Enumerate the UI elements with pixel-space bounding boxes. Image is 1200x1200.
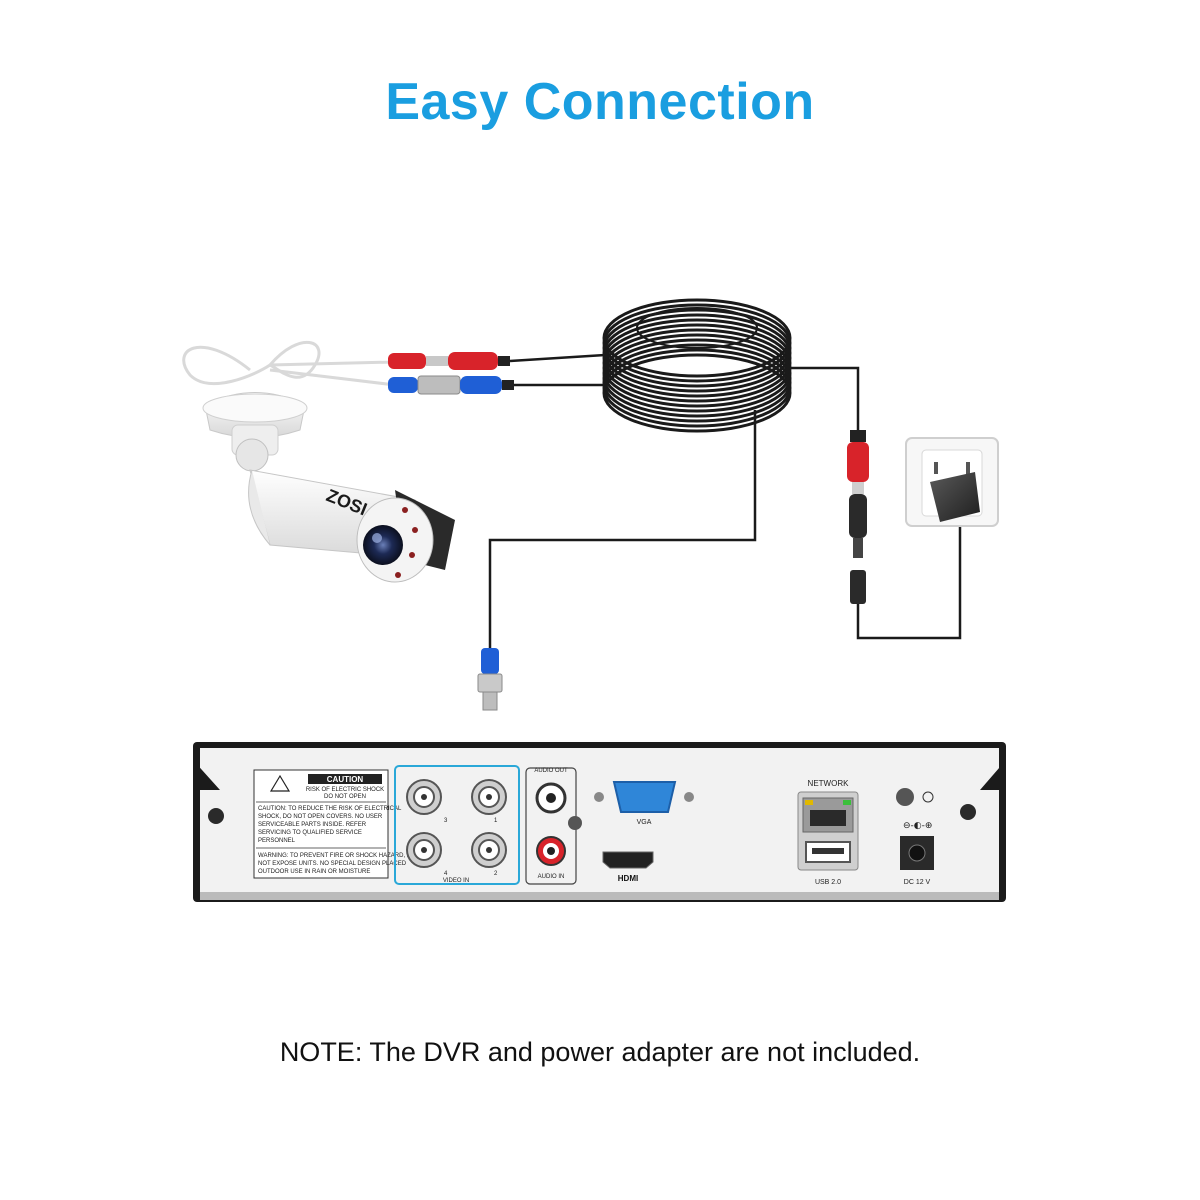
caution-body-line: SERVICEABLE PARTS INSIDE. REFER <box>258 822 367 828</box>
audio-in-jack[interactable] <box>536 836 566 866</box>
red-power-connector <box>388 352 510 370</box>
ground-symbol-icon <box>922 791 934 803</box>
power-input: ⊖-◐-⊕ DC 12 V <box>896 788 934 886</box>
power-adapter <box>930 472 980 522</box>
audio-out-jack[interactable] <box>535 782 567 814</box>
caution-shock-line: DO NOT OPEN <box>324 794 366 800</box>
bullet-camera: ZOSI <box>202 392 455 583</box>
port-number-3: 3 <box>444 818 448 824</box>
hdmi-label: HDMI <box>618 874 638 883</box>
dc-power-jack[interactable] <box>900 836 934 870</box>
dc-label: DC 12 V <box>904 879 931 886</box>
dc-polarity-icon: ⊖-◐-⊕ <box>903 821 932 831</box>
usb-label: USB 2.0 <box>815 879 841 886</box>
port-number-2: 2 <box>494 871 498 877</box>
vga-port[interactable]: VGA <box>594 781 694 826</box>
port-number-1: 1 <box>494 818 498 824</box>
port-number-4: 4 <box>444 871 448 877</box>
caution-body-line: SERVICING TO QUALIFIED SERVICE <box>258 830 362 836</box>
caution-warning-line: NOT EXPOSE UNITS. NO SPECIAL DESIGN PLAC… <box>258 861 407 867</box>
caution-heading: CAUTION <box>327 775 364 784</box>
caution-body-line: CAUTION: TO REDUCE THE RISK OF ELECTRICA… <box>258 806 402 812</box>
vga-label: VGA <box>637 819 652 826</box>
ground-screw-icon <box>896 788 914 806</box>
bnc-port-3[interactable] <box>406 779 442 815</box>
caution-body-line: PERSONNEL <box>258 838 296 844</box>
caution-warning-line: OUTDOOR USE IN RAIN OR MOISTURE <box>258 869 370 875</box>
network-label: NETWORK <box>808 779 850 788</box>
bnc-port-2[interactable] <box>471 832 507 868</box>
ethernet-port[interactable] <box>802 797 854 833</box>
caution-shock-line: RISK OF ELECTRIC SHOCK <box>306 787 384 793</box>
caution-warning-line: WARNING: TO PREVENT FIRE OR SHOCK HAZARD… <box>258 853 416 859</box>
bnc-port-1[interactable] <box>471 779 507 815</box>
caution-body-line: SHOCK, DO NOT OPEN COVERS. NO USER <box>258 814 383 820</box>
mounting-screw-right <box>960 804 976 820</box>
video-in-ports: 3 1 4 2 VIDEO IN <box>394 765 520 885</box>
network-usb-ports: NETWORK USB 2.0 <box>797 779 859 886</box>
audio-ports: AUDIO OUT AUDIO IN <box>525 767 582 885</box>
dc-power-connectors <box>847 430 869 604</box>
mounting-screw-left <box>208 808 224 824</box>
page-title: Easy Connection <box>385 73 815 131</box>
cable-runs <box>488 353 962 650</box>
audio-out-label: AUDIO OUT <box>534 768 568 774</box>
camera-pigtail-cable <box>182 340 396 387</box>
audio-in-label: AUDIO IN <box>538 874 565 880</box>
video-in-label: VIDEO IN <box>443 878 469 884</box>
dvr-rear-panel: CAUTION RISK OF ELECTRIC SHOCK DO NOT OP… <box>193 742 1006 902</box>
hdmi-port[interactable]: HDMI <box>602 851 654 883</box>
extension-cable-coil <box>602 298 792 433</box>
usb-port[interactable] <box>805 841 851 863</box>
caution-label: CAUTION RISK OF ELECTRIC SHOCK DO NOT OP… <box>253 769 416 879</box>
bnc-port-4[interactable] <box>406 832 442 868</box>
disclaimer-note: NOTE: The DVR and power adapter are not … <box>279 1037 921 1067</box>
bnc-plug-to-dvr <box>477 648 503 711</box>
blue-bnc-connector <box>388 375 514 395</box>
